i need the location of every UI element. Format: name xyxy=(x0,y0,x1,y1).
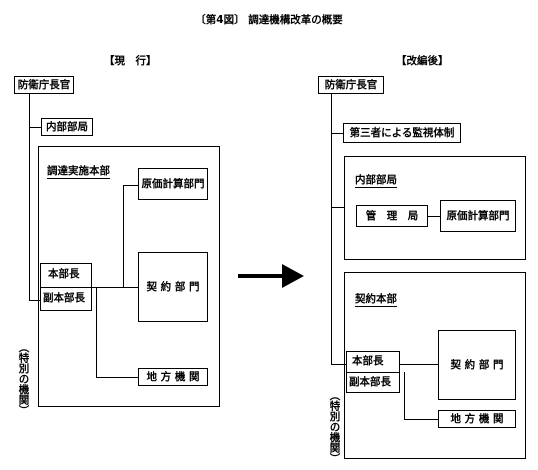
current-heading: 【現 行】 xyxy=(104,55,157,67)
current-special-label: （特別の機関） xyxy=(17,342,30,416)
reformed-hq-chief: 本部長 xyxy=(352,355,384,367)
current-cost-accounting-box: 原価計算部門 xyxy=(138,168,208,200)
reformed-hq-divider xyxy=(346,372,400,373)
current-regional-connector xyxy=(96,377,138,378)
current-main-connector xyxy=(29,94,30,300)
reformed-internal-connector xyxy=(331,207,344,208)
current-procurement-frame xyxy=(38,146,220,407)
reformed-third-party-box: 第三者による監視体制 xyxy=(343,123,461,143)
reformed-regional-vertical xyxy=(404,372,405,419)
current-regional-box: 地 方 機 関 xyxy=(138,368,208,386)
reformed-contract-label: 契約本部 xyxy=(355,293,397,307)
current-hq-deputy: 副本部長 xyxy=(43,292,85,304)
reformed-special-label: （特別の機関） xyxy=(328,390,341,464)
reformed-internal-frame xyxy=(344,156,526,260)
reformed-regional-box: 地 方 機 関 xyxy=(438,410,516,428)
current-contract-box: 契 約 部 門 xyxy=(138,252,208,322)
current-regional-vertical xyxy=(96,287,97,377)
reformed-third-party-connector xyxy=(331,133,343,134)
reformed-regional-connector xyxy=(404,419,438,420)
current-cost-vertical xyxy=(123,185,124,287)
change-arrow-icon xyxy=(238,264,304,288)
reformed-hq-deputy: 副本部長 xyxy=(349,376,391,388)
reformed-contract-connector xyxy=(400,364,438,365)
current-internal-connector xyxy=(29,127,41,128)
current-hq-connector xyxy=(29,300,40,301)
reformed-cost-accounting-box: 原価計算部門 xyxy=(440,200,516,232)
current-procurement-label: 調達実施本部 xyxy=(47,165,110,179)
reformed-hq-connector xyxy=(331,364,346,365)
reformed-management-connector xyxy=(428,216,440,217)
reformed-internal-label: 内部部局 xyxy=(355,174,397,188)
reformed-contract-frame xyxy=(344,272,526,459)
reformed-heading: 【改編後】 xyxy=(396,55,449,67)
current-hq-right-connector xyxy=(92,287,138,288)
current-hq-divider xyxy=(40,287,92,288)
current-internal-bureau-box: 内部部局 xyxy=(41,118,93,136)
reformed-contract-box: 契 約 部 門 xyxy=(438,330,516,400)
current-minister-box: 防衛庁長官 xyxy=(14,76,74,94)
reformed-main-connector xyxy=(331,94,332,364)
reformed-management-box: 管 理 局 xyxy=(356,205,428,227)
reformed-minister-box: 防衛庁長官 xyxy=(318,76,384,94)
current-cost-connector xyxy=(123,185,138,186)
current-hq-chief: 本部長 xyxy=(48,268,80,280)
figure-title: 〔第4図〕 調達機構改革の概要 xyxy=(195,14,343,26)
